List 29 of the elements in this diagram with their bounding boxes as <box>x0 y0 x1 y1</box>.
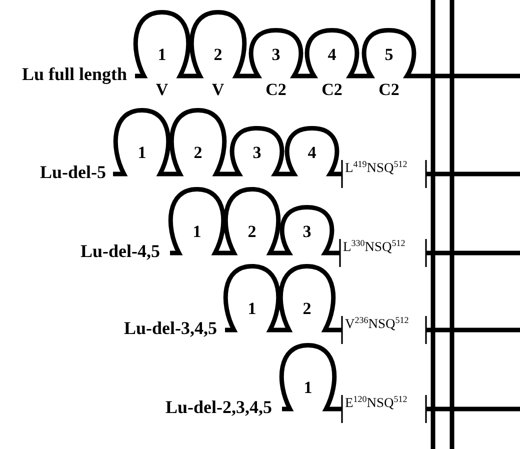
junction-sequence: L$^{330}$NSQ$^{512}$ <box>343 239 406 255</box>
construct-name: Lu-del-5 <box>40 162 106 182</box>
domain-type-label: C2 <box>264 81 288 99</box>
domain-type-label: V <box>210 81 226 99</box>
construct-name: Lu-del-3,4,5 <box>124 318 217 338</box>
construct-name: Lu-del-2,3,4,5 <box>165 397 272 417</box>
domain-type-label: C2 <box>378 81 400 99</box>
junction-sequence: E$^{120}$NSQ$^{512}$ <box>345 395 408 411</box>
domain-number: 4 <box>326 46 338 64</box>
construct-name: Lu full length <box>22 64 127 84</box>
domain-number: 2 <box>246 223 258 241</box>
domain-number: 1 <box>192 223 202 241</box>
domain-number: 3 <box>270 46 282 64</box>
domain-number: 1 <box>302 379 314 397</box>
domain-type-label: C2 <box>320 81 344 99</box>
domain-number: 4 <box>306 144 318 162</box>
domain-number: 1 <box>136 144 148 162</box>
domain-type-label: V <box>154 81 170 99</box>
junction-sequence: V$^{236}$NSQ$^{512}$ <box>345 316 409 332</box>
domain-number: 1 <box>246 300 258 318</box>
domain-number: 5 <box>384 46 394 64</box>
domain-number: 2 <box>192 144 204 162</box>
domain-number: 3 <box>302 223 312 241</box>
domain-number: 3 <box>252 144 262 162</box>
junction-sequence: L$^{419}$NSQ$^{512}$ <box>345 160 408 176</box>
domain-number: 2 <box>212 46 224 64</box>
construct-name: Lu-del-4,5 <box>80 241 160 261</box>
domain-number: 2 <box>302 300 312 318</box>
domain-number: 1 <box>156 46 168 64</box>
